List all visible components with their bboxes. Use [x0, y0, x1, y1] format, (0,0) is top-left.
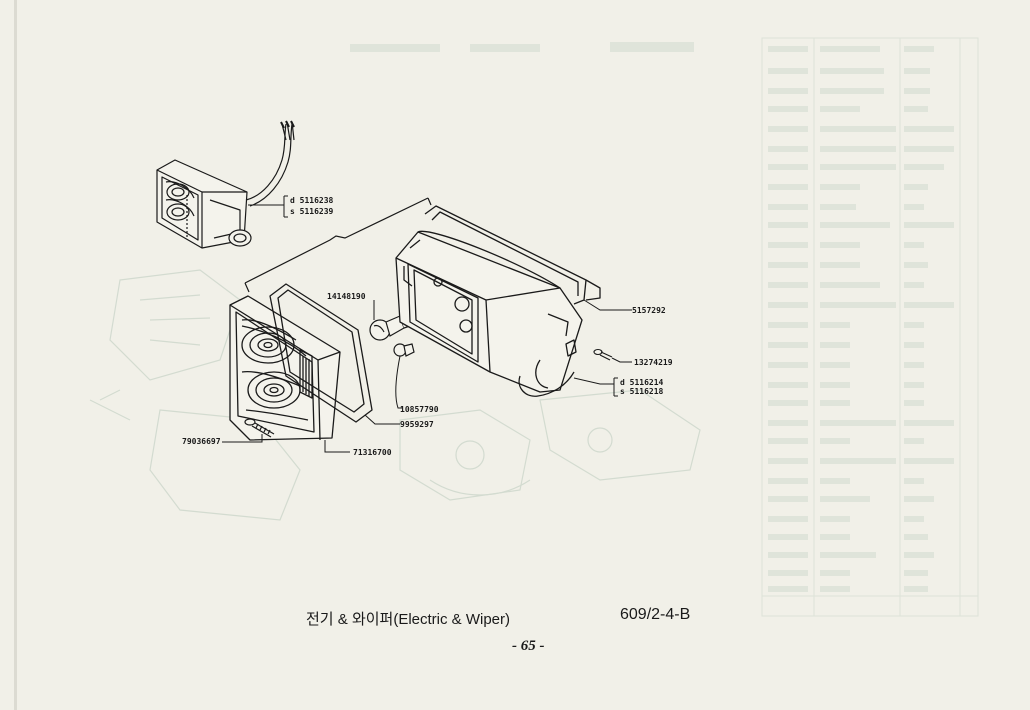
leader-lens — [324, 440, 350, 453]
leader-housing-variants — [573, 377, 618, 397]
label-housing-s: s 5116218 — [620, 387, 664, 396]
explosion-bracket — [244, 197, 429, 284]
diagram-caption: 전기 & 와이퍼(Electric & Wiper) — [306, 611, 511, 628]
label-bulb: 14148190 — [327, 292, 366, 301]
leader-gasket — [364, 414, 400, 425]
binding-edge — [14, 0, 17, 710]
label-clip: 13274219 — [634, 358, 673, 367]
lampholder-part — [393, 343, 415, 357]
diagram-code: 609/2-4-B — [620, 606, 691, 623]
bleed-through-drawing — [89, 269, 701, 521]
bleed-through-rows — [350, 42, 954, 592]
leader-clip — [611, 357, 632, 363]
page-number: - 65 - — [512, 638, 545, 654]
label-housing-d: d 5116214 — [620, 378, 664, 387]
housing-seal-part — [424, 205, 601, 305]
label-gasket: 9959297 — [400, 420, 434, 429]
bleed-through-table — [761, 37, 979, 617]
label-lens: 71316700 — [353, 448, 392, 457]
leader-lampholder — [395, 355, 402, 409]
label-lampholder: 10857790 — [400, 405, 439, 414]
housing-part — [395, 230, 583, 397]
screw-part — [244, 418, 275, 438]
label-lamp-s: s 5116239 — [290, 207, 334, 216]
lamp-assembly-inset — [156, 120, 295, 249]
leader-screw — [222, 434, 263, 443]
gasket-part — [269, 283, 373, 423]
leader-lamp-inset — [248, 195, 288, 218]
label-lamp-d: d 5116238 — [290, 196, 334, 205]
leader-housing — [583, 299, 632, 311]
label-housing: 5157292 — [632, 306, 666, 315]
explosion-bracket-ends — [244, 197, 432, 293]
clip-part — [593, 348, 613, 361]
label-screw: 79036697 — [182, 437, 221, 446]
